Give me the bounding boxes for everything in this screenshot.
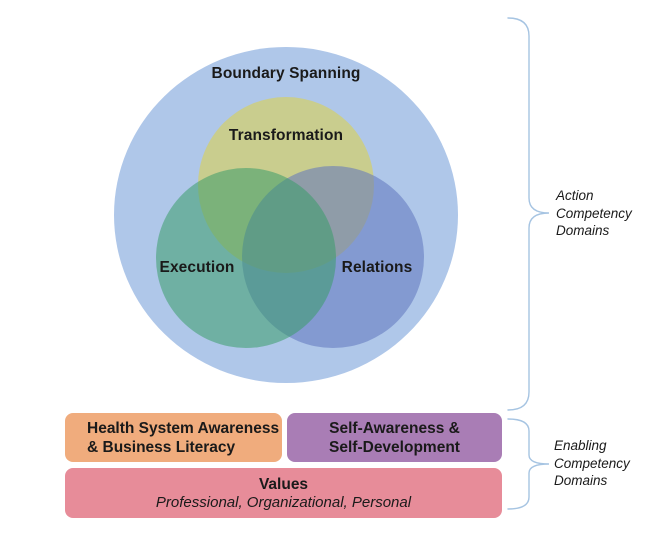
self-awareness-box: Self-Awareness & Self-Development (287, 413, 502, 462)
execution-label: Execution (159, 259, 235, 276)
execution-circle (156, 168, 336, 348)
enabling-domains-brace (507, 418, 550, 510)
enabling-label-line1: Enabling (554, 438, 607, 453)
values-box-bg (65, 468, 502, 518)
values-box: Values Professional, Organizational, Per… (65, 468, 502, 518)
self-awareness-line2: Self-Development (329, 438, 460, 456)
health-system-box-bg (65, 413, 282, 462)
enabling-competency-domains-label: Enabling Competency Domains (554, 437, 630, 490)
self-awareness-line1: Self-Awareness & (329, 419, 460, 437)
enabling-label-line3: Domains (554, 473, 608, 488)
boundary-spanning-label: Boundary Spanning (211, 65, 361, 82)
values-title: Values (258, 475, 309, 493)
health-system-box: Health System Awareness & Business Liter… (65, 413, 282, 462)
action-competency-domains-label: Action Competency Domains (556, 187, 632, 240)
action-label-line1: Action (556, 188, 594, 203)
enabling-label-line2: Competency (554, 455, 630, 471)
relations-label: Relations (341, 259, 413, 276)
values-subtitle: Professional, Organizational, Personal (155, 493, 412, 511)
self-awareness-box-bg (287, 413, 502, 462)
transformation-label: Transformation (228, 127, 344, 144)
health-system-line2: & Business Literacy (87, 438, 236, 456)
action-label-line3: Domains (556, 223, 610, 238)
action-label-line2: Competency (556, 205, 632, 221)
action-domains-brace (507, 17, 550, 411)
health-system-line1: Health System Awareness (87, 419, 280, 437)
